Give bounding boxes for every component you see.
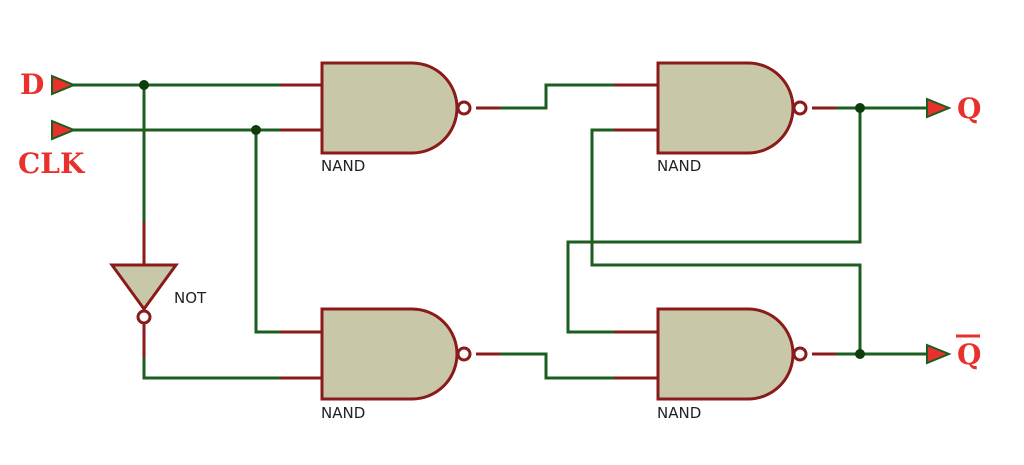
nand-gate-1-bubble bbox=[456, 100, 472, 116]
d-terminal-arrow bbox=[51, 74, 77, 96]
gate-leads bbox=[142, 83, 836, 380]
pin-labels: D CLK Q Q bbox=[18, 68, 981, 371]
nand-gate-4: NAND bbox=[656, 307, 808, 422]
junction-dot bbox=[139, 80, 149, 90]
wire-g2-g4 bbox=[498, 352, 616, 380]
nand-gate-3: NAND bbox=[656, 61, 808, 175]
junction-dot bbox=[855, 103, 865, 113]
nand-gate-4-label: NAND bbox=[657, 404, 701, 422]
terminals bbox=[51, 74, 952, 365]
nand-gate-1: NAND bbox=[320, 61, 472, 175]
not-gate-label: NOT bbox=[174, 289, 207, 307]
nand-gate-1-label: NAND bbox=[321, 157, 365, 175]
nand-gate-3-bubble bbox=[792, 100, 808, 116]
wire-clk-down bbox=[254, 128, 282, 334]
nand-gate-3-label: NAND bbox=[657, 157, 701, 175]
clk-pin-label: CLK bbox=[18, 147, 86, 180]
q-pin-label: Q bbox=[957, 92, 981, 125]
wire-qbar-feedback bbox=[590, 128, 862, 356]
nand-gate-2-bubble bbox=[456, 346, 472, 362]
not-gate-bubble bbox=[136, 309, 152, 325]
junction-dot bbox=[251, 125, 261, 135]
nand-gate-4-bubble bbox=[792, 346, 808, 362]
d-pin-label: D bbox=[20, 68, 44, 101]
nand-gate-2: NAND bbox=[320, 307, 472, 422]
wire-q-feedback bbox=[566, 106, 862, 334]
not-gate: NOT bbox=[109, 263, 207, 325]
junctions bbox=[139, 80, 865, 359]
junction-dot bbox=[855, 349, 865, 359]
wires bbox=[72, 83, 927, 380]
nand-gate-2-label: NAND bbox=[321, 404, 365, 422]
clk-terminal-arrow bbox=[51, 119, 77, 141]
qbar-terminal-arrow bbox=[926, 343, 952, 365]
wire-not-out bbox=[142, 356, 282, 380]
q-terminal-arrow bbox=[926, 97, 952, 119]
wire-g1-g3 bbox=[498, 83, 616, 110]
qbar-pin-label: Q bbox=[957, 338, 981, 371]
